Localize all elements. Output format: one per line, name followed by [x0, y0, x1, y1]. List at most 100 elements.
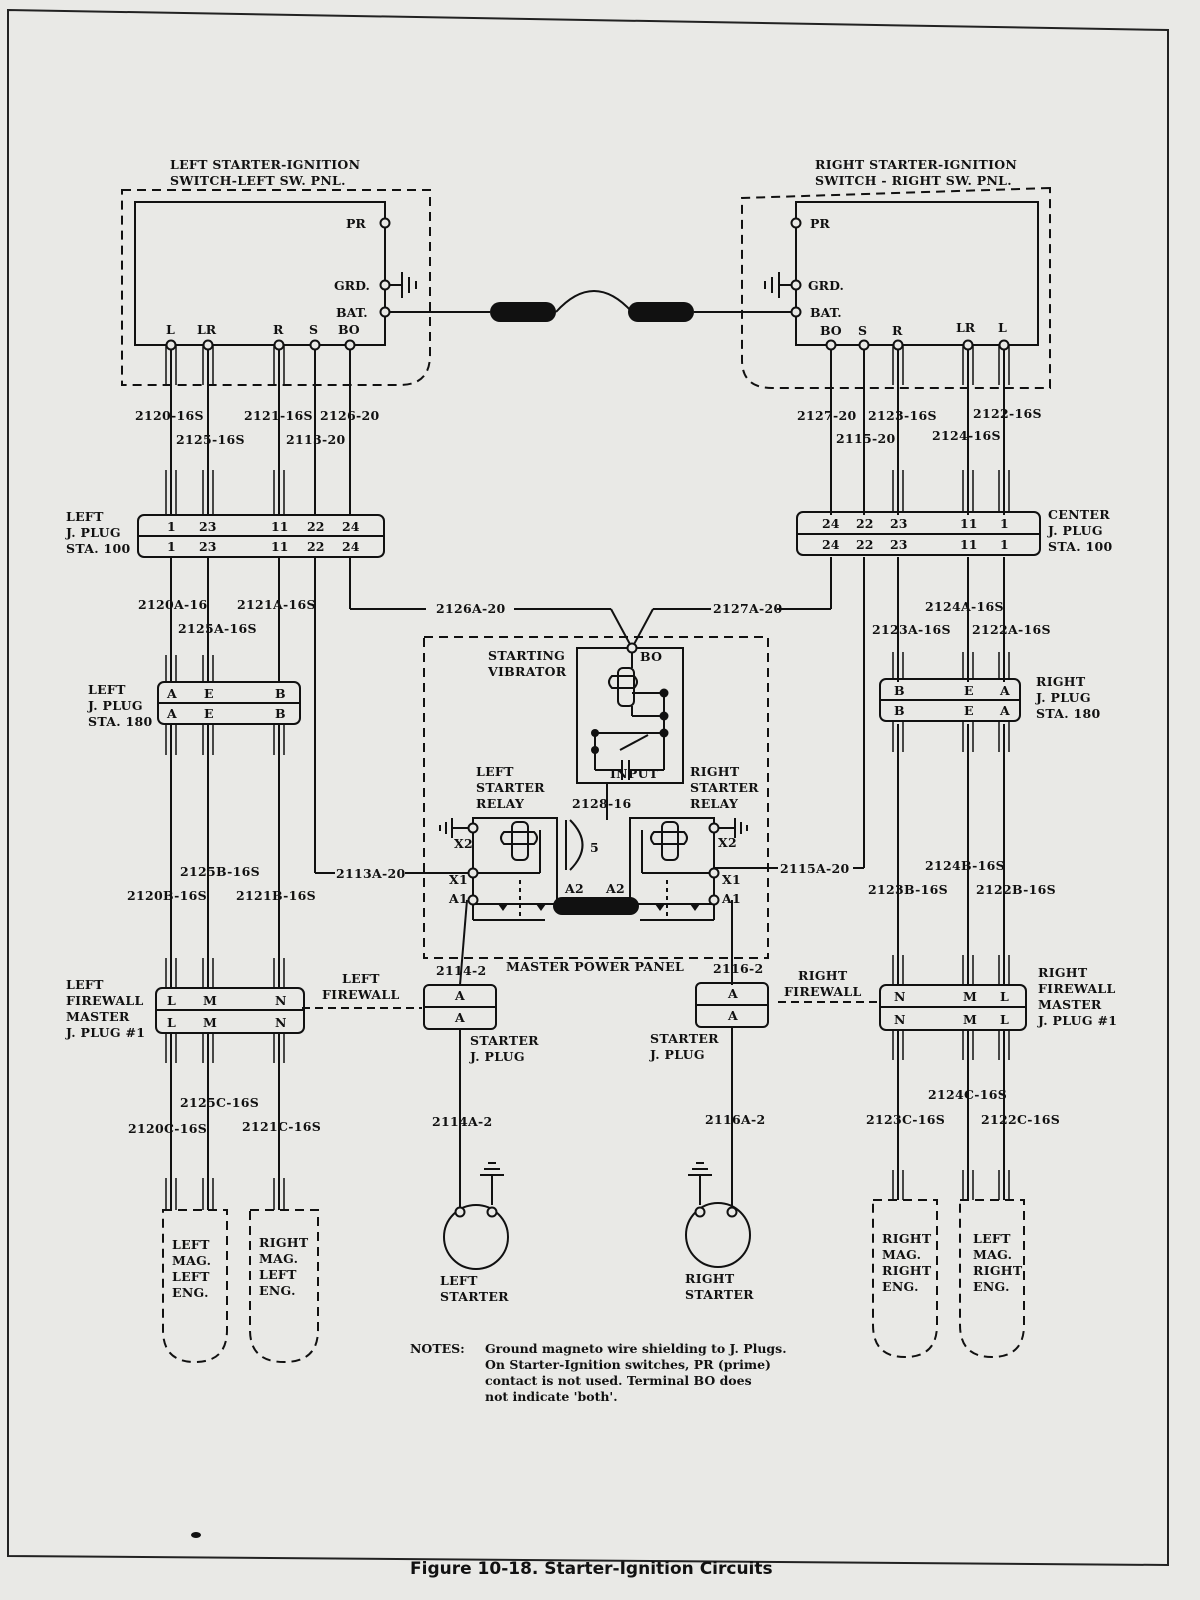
- right-term-s: S: [858, 323, 867, 338]
- left-firewall-master-label-4: J. PLUG #1: [65, 1025, 145, 1040]
- pin-label: N: [275, 1015, 286, 1030]
- pin-label: B: [894, 703, 905, 718]
- mag-label: ENG.: [882, 1279, 919, 1294]
- pin-label: 1: [167, 519, 176, 534]
- pin-label: N: [894, 1012, 905, 1027]
- right-starter-jplug-label-2: J. PLUG: [649, 1047, 705, 1062]
- vibrator-label-1: STARTING: [488, 648, 565, 663]
- mag-label: LEFT: [172, 1269, 210, 1284]
- mag-label: MAG.: [172, 1253, 211, 1268]
- right-firewall-label-1: RIGHT: [798, 968, 848, 983]
- wire-label: 2123C-16S: [866, 1112, 945, 1127]
- right-term-r: R: [892, 323, 903, 338]
- wire-label: 2124-16S: [932, 428, 1001, 443]
- pin-label: M: [203, 993, 217, 1008]
- wire-label: 2116A-2: [705, 1112, 765, 1127]
- pin-label: M: [963, 1012, 977, 1027]
- left-starter-label-2: STARTER: [440, 1289, 509, 1304]
- mag-label: RIGHT: [973, 1263, 1023, 1278]
- wire-label: 2125A-16S: [178, 621, 257, 636]
- wire-label: 2124B-16S: [925, 858, 1005, 873]
- pin-label: E: [964, 683, 974, 698]
- right-starter-jplug-label-1: STARTER: [650, 1031, 719, 1046]
- wire-label: 2122-16S: [973, 406, 1042, 421]
- wire-label: 2123B-16S: [868, 882, 948, 897]
- pin-label: 22: [856, 537, 873, 552]
- pin-label: 11: [960, 516, 977, 531]
- wire-label: 2120A-16: [138, 597, 207, 612]
- left-relay-label-3: RELAY: [476, 796, 525, 811]
- left-starter-motor: [443, 1204, 509, 1270]
- pin-label: A: [999, 703, 1010, 718]
- mag-label: RIGHT: [882, 1263, 932, 1278]
- left-starter-label-1: LEFT: [440, 1273, 478, 1288]
- left-switch-enclosure: [121, 189, 431, 386]
- pin-label: A: [454, 988, 465, 1003]
- pin-label: 1: [1000, 516, 1009, 531]
- pin-label: 23: [199, 539, 216, 554]
- notes-line-1: Ground magneto wire shielding to J. Plug…: [485, 1341, 787, 1356]
- left-switch-title-1: LEFT STARTER-IGNITION: [170, 157, 360, 172]
- mag-label: LEFT: [973, 1231, 1011, 1246]
- left-starter-jplug-label-1: STARTER: [470, 1033, 539, 1048]
- left-sta100-label-1: LEFT: [66, 509, 104, 524]
- right-a2-label: A2: [605, 881, 625, 896]
- vibrator-label-2: VIBRATOR: [487, 664, 567, 679]
- vibrator-bo-label: BO: [640, 649, 662, 664]
- right-grd-label: GRD.: [808, 278, 844, 293]
- mag-label: ENG.: [259, 1283, 296, 1298]
- master-power-panel-title: MASTER POWER PANEL: [506, 959, 684, 974]
- pin-label: L: [1000, 1012, 1009, 1027]
- left-firewall-label-2: FIREWALL: [322, 987, 400, 1002]
- right-switch-enclosure: [741, 186, 1051, 389]
- left-switch-title-2: SWITCH-LEFT SW. PNL.: [170, 173, 346, 188]
- pin-label: L: [1000, 989, 1009, 1004]
- figure-caption: Figure 10-18. Starter-Ignition Circuits: [410, 1559, 773, 1579]
- wire-label: 2120C-16S: [128, 1121, 207, 1136]
- right-firewall-master-label-1: RIGHT: [1038, 965, 1088, 980]
- pin-label: 23: [890, 537, 907, 552]
- right-x1-label: X1: [722, 872, 741, 887]
- right-starter-label-2: STARTER: [685, 1287, 754, 1302]
- left-sta180-label-2: J. PLUG: [87, 698, 143, 713]
- pin-label: A: [166, 706, 177, 721]
- pin-label: L: [167, 993, 176, 1008]
- wire-label: 2121-16S: [244, 408, 313, 423]
- mag-label: ENG.: [172, 1285, 209, 1300]
- notes-line-2: On Starter-Ignition switches, PR (prime): [485, 1357, 771, 1372]
- wire-label: 2115A-20: [780, 861, 849, 876]
- wire-label: 2124C-16S: [928, 1087, 1007, 1102]
- left-sta180-label-3: STA. 180: [88, 714, 153, 729]
- right-starter-label-1: RIGHT: [685, 1271, 735, 1286]
- wire-label: 2114-2: [436, 963, 486, 978]
- left-pr-label: PR: [346, 216, 366, 231]
- pin-label: E: [204, 686, 214, 701]
- pin-label: A: [727, 986, 738, 1001]
- notes-line-3: contact is not used. Terminal BO does: [485, 1373, 752, 1388]
- right-bat-label: BAT.: [810, 305, 842, 320]
- wire-label: 2124A-16S: [925, 599, 1004, 614]
- pin-label: 23: [890, 516, 907, 531]
- pin-label: 22: [307, 539, 324, 554]
- mag-label: LEFT: [172, 1237, 210, 1252]
- left-starter-jplug-label-2: J. PLUG: [469, 1049, 525, 1064]
- pin-label: B: [894, 683, 905, 698]
- left-a2-label: A2: [564, 881, 584, 896]
- right-firewall-master-label-3: MASTER: [1038, 997, 1102, 1012]
- wire-label: 2125B-16S: [180, 864, 260, 879]
- right-a1-label: A1: [721, 891, 741, 906]
- pin-label: 1: [167, 539, 176, 554]
- center-sta100-label-3: STA. 100: [1048, 539, 1113, 554]
- right-firewall-master-label-4: J. PLUG #1: [1037, 1013, 1117, 1028]
- pin-label: 11: [960, 537, 977, 552]
- left-term-lr: LR: [197, 322, 217, 337]
- left-relay-label-1: LEFT: [476, 764, 514, 779]
- pin-label: E: [204, 706, 214, 721]
- pin-label: A: [999, 683, 1010, 698]
- wire-label: 2115-20: [836, 431, 895, 446]
- notes-label: NOTES:: [410, 1341, 465, 1356]
- right-term-lr: LR: [956, 320, 976, 335]
- left-grd-label: GRD.: [334, 278, 370, 293]
- mag-label: ENG.: [973, 1279, 1010, 1294]
